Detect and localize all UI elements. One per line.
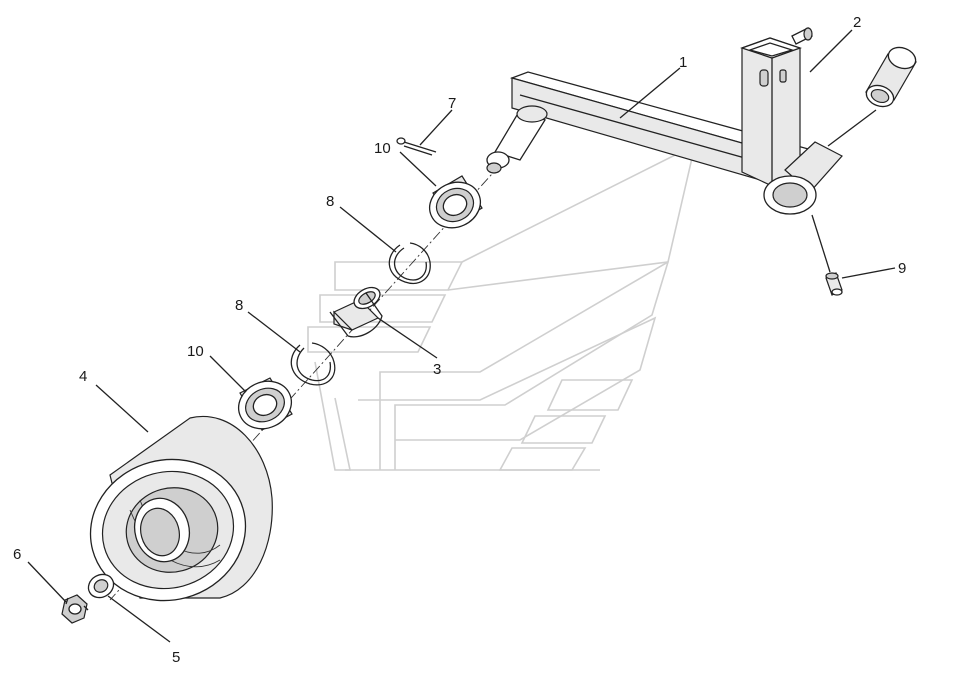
- cotter-pin: [396, 137, 437, 156]
- callout-part-6: 6: [13, 546, 21, 563]
- watermark-logo: [307, 143, 697, 471]
- callout-part-9: 9: [898, 260, 906, 277]
- callout-part-3: 3: [433, 361, 441, 378]
- fork-arm-frame: [486, 27, 843, 215]
- callout-part-2: 2: [853, 14, 861, 31]
- callout-part-4: 4: [79, 368, 87, 385]
- callout-part-5: 5: [172, 649, 180, 666]
- callout-part-10a: 10: [374, 140, 391, 157]
- callout-part-1: 1: [679, 54, 687, 71]
- washer: [87, 573, 115, 599]
- callout-part-8a: 8: [326, 193, 334, 210]
- callout-labels: 1 2 3 4 5 6 7 8 8 9 10 10: [13, 14, 906, 666]
- grease-nipple: [825, 272, 843, 296]
- bearing-upper: [429, 175, 483, 229]
- callout-part-10b: 10: [187, 343, 204, 360]
- snap-ring-upper: [388, 242, 431, 284]
- snap-ring-lower: [290, 342, 336, 386]
- spacer-sleeve: [329, 286, 383, 338]
- bearing-lower: [238, 377, 293, 431]
- callout-part-7: 7: [448, 95, 456, 112]
- pivot-bushing: [865, 46, 917, 108]
- leader-lines: [27, 29, 896, 643]
- callout-part-8b: 8: [235, 297, 243, 314]
- castle-nut: [61, 594, 89, 624]
- wheel: [89, 415, 273, 602]
